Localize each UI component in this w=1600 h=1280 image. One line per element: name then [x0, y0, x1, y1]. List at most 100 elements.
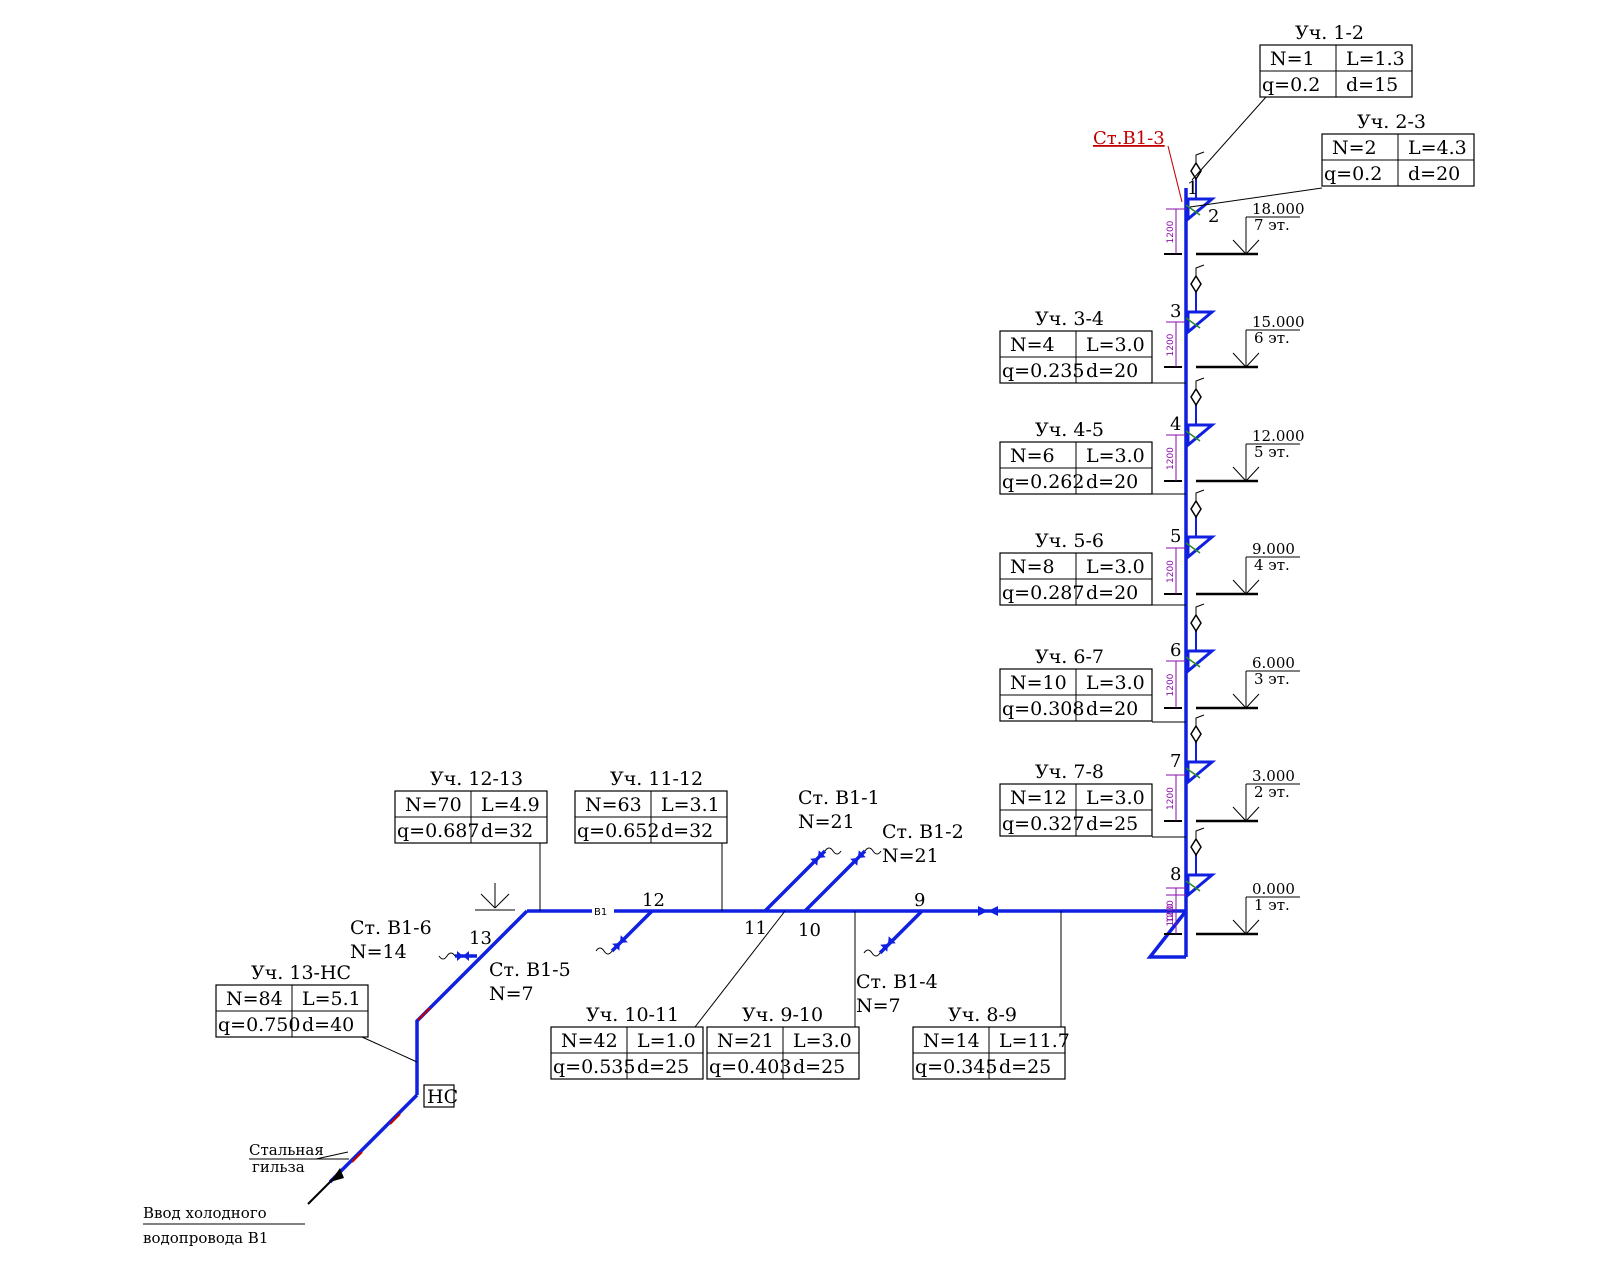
- floor-tap-icon: [1185, 714, 1217, 786]
- dim-value: 1000: [1166, 903, 1176, 926]
- level-arrow: [1245, 806, 1260, 822]
- inlet-labels: Стальная гильза Ввод холодного водопрово…: [143, 1141, 349, 1247]
- riser-b1-4-n: N=7: [856, 995, 901, 1017]
- section-title: Уч. 5-6: [1035, 530, 1104, 552]
- level-arrow: [1232, 806, 1247, 822]
- valve-b1-5-icon: [612, 935, 628, 951]
- floor-height-dim: 1200: [1166, 321, 1186, 367]
- sleeve-label-line1: Стальная: [249, 1141, 324, 1159]
- floor-tap-icon: [1185, 827, 1217, 899]
- dim-value: 1200: [1166, 673, 1176, 696]
- riser-b1-2-name: Ст. В1-2: [882, 821, 964, 843]
- section-cell-q: q=0.652: [577, 820, 659, 842]
- section-cell-N: N=6: [1010, 445, 1055, 467]
- tap-triangle: [1186, 760, 1217, 786]
- floor-taps: [1185, 151, 1217, 899]
- break-mark-b1-6: [438, 952, 456, 960]
- tap-connector: [1185, 204, 1201, 216]
- section-cell-L: L=3.0: [1086, 672, 1145, 694]
- tap-valve-diamond: [1190, 724, 1202, 744]
- section-cell-N: N=84: [226, 988, 283, 1010]
- floor-tap-icon: [1185, 377, 1217, 449]
- tap-triangle: [1186, 873, 1217, 899]
- level-arrow: [1245, 693, 1260, 709]
- section-cell-d: d=25: [1086, 813, 1138, 835]
- leader-s13ns: [361, 1036, 418, 1063]
- section-cell-q: q=0.345: [915, 1056, 997, 1078]
- tap-spout: [1195, 264, 1205, 276]
- pipe-label-bg: [592, 904, 614, 918]
- node-label: 9: [914, 890, 925, 911]
- tap-spout: [1195, 714, 1205, 726]
- dim-value: 1200: [1166, 447, 1176, 470]
- dim-value: 1200: [1166, 560, 1176, 583]
- riser-b1-6-name: Ст. В1-6: [350, 917, 432, 939]
- section-cell-N: N=4: [1010, 334, 1055, 356]
- valve-b1-4-icon: [880, 936, 896, 952]
- level-arrow: [1245, 466, 1260, 482]
- node-label: 2: [1208, 206, 1219, 227]
- section-title: Уч. 6-7: [1035, 646, 1104, 668]
- section-cell-d: d=25: [637, 1056, 689, 1078]
- riser-b1-3-label: Ст.В1-3: [1093, 128, 1165, 149]
- branch-valves: [438, 847, 896, 961]
- tap-triangle: [1186, 535, 1217, 561]
- level-floor-name: 7 эт.: [1254, 216, 1290, 234]
- floor-tap-icon: [1185, 264, 1217, 336]
- tap-valve-diamond: [1190, 837, 1202, 857]
- level-arrow: [1232, 239, 1247, 255]
- tap-triangle: [1186, 423, 1217, 449]
- dim-value: 1200: [1166, 900, 1176, 923]
- section-title: Уч. 2-3: [1357, 111, 1426, 133]
- node-label: 10: [798, 920, 821, 941]
- section-cell-q: q=0.287: [1002, 582, 1084, 604]
- inlet-label-line1: Ввод холодного: [143, 1204, 267, 1222]
- fitting-mark: [417, 1007, 431, 1021]
- node-label: 8: [1170, 864, 1181, 885]
- node-label: 1: [1187, 178, 1198, 199]
- section-cell-N: N=14: [923, 1030, 980, 1052]
- section-cell-N: N=10: [1010, 672, 1067, 694]
- floor-height-dim: 1200: [1166, 774, 1186, 821]
- dim-value: 1200: [1166, 220, 1176, 243]
- floor-height-dim: 1200: [1166, 547, 1186, 594]
- tap-connector: [1185, 542, 1201, 554]
- node-label: 4: [1170, 414, 1181, 435]
- section-title: Уч. 10-11: [586, 1004, 679, 1026]
- section-title: Уч. 12-13: [430, 768, 523, 790]
- break-mark-b1-4: [863, 949, 881, 957]
- level-elevation: 6.000: [1252, 654, 1295, 672]
- section-cell-d: d=20: [1086, 698, 1138, 720]
- valve-b1-2-icon: [850, 850, 866, 866]
- section-cell-L: L=1.3: [1346, 48, 1405, 70]
- section-cell-q: q=0.2: [1324, 163, 1382, 185]
- level-arrow: [1245, 239, 1260, 255]
- level-floor-name: 1 эт.: [1254, 896, 1290, 914]
- down-arrow-icon: [475, 883, 515, 911]
- riser-b1-5-n: N=7: [489, 983, 534, 1005]
- tap-valve-diamond: [1190, 274, 1202, 294]
- section-leaders: [361, 96, 1323, 1063]
- inlet-label-line2: водопровода В1: [143, 1229, 268, 1247]
- section-cell-d: d=20: [1086, 360, 1138, 382]
- section-cell-d: d=32: [481, 820, 533, 842]
- riser-b1-2-n: N=21: [882, 845, 939, 867]
- node-label: 3: [1170, 301, 1181, 322]
- section-cell-N: N=70: [405, 794, 462, 816]
- section-cell-L: L=3.0: [1086, 445, 1145, 467]
- level-arrow: [1232, 579, 1247, 595]
- section-cell-L: L=1.0: [637, 1030, 696, 1052]
- tap-triangle: [1186, 197, 1217, 223]
